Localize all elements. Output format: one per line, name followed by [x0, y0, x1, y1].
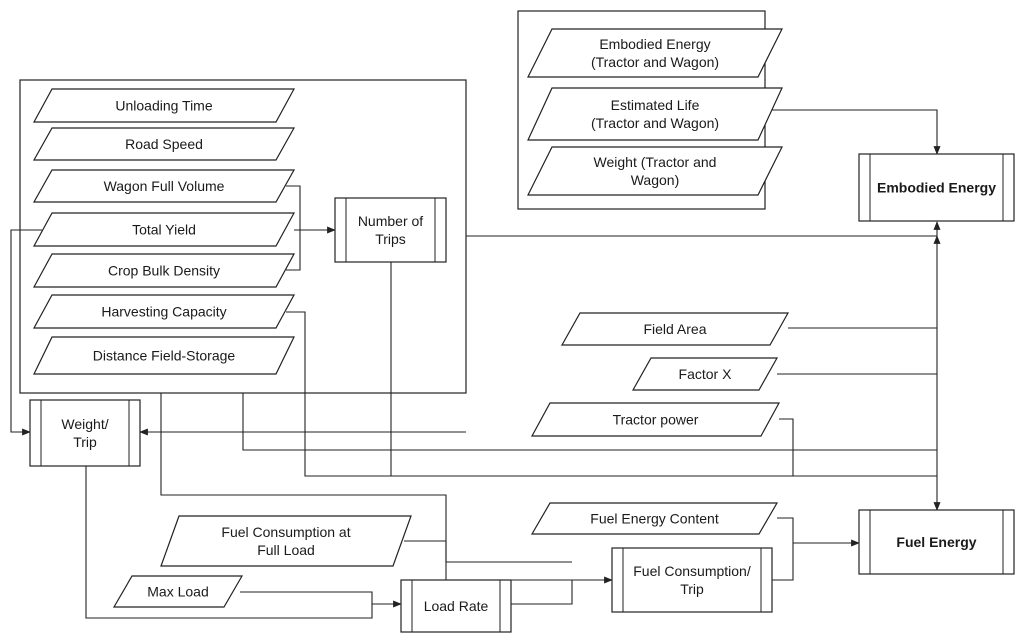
wagon-full-volume-label: Wagon Full Volume — [104, 178, 225, 194]
road-speed-input: Road Speed — [32, 127, 296, 161]
embodied-energy-tw-input: Embodied Energy (Tractor and Wagon) — [527, 28, 783, 78]
weight-trip-box: Weight/Trip — [29, 399, 141, 467]
field-area-label: Field Area — [643, 321, 706, 337]
wagon-full-volume-shape — [32, 169, 296, 203]
crop-bulk-density-shape — [32, 253, 296, 288]
tractor-power-shape — [530, 402, 781, 437]
distance-field-storage-shape — [33, 336, 295, 375]
connector-load-rate-to-fuel-trip — [511, 580, 573, 605]
road-speed-shape — [32, 127, 296, 161]
number-of-trips-label-line-2: Trips — [375, 231, 406, 247]
connector-distance-route — [242, 393, 937, 451]
unloading-time-label: Unloading Time — [115, 98, 212, 114]
estimated-life-shape — [527, 87, 783, 141]
crop-bulk-density-label: Crop Bulk Density — [108, 263, 220, 279]
connector-embodied-inputs-to-embodied-energy — [765, 109, 941, 155]
weight-tw-label-line-2: Wagon) — [631, 172, 680, 188]
factor-x-shape — [631, 357, 779, 391]
number-of-trips-label-line-1: Number of — [358, 213, 423, 229]
estimated-life-label-line-1: Estimated Life — [611, 97, 700, 113]
factor-x-input: Factor X — [631, 357, 779, 391]
fuel-consumption-trip-label-line-1: Fuel Consumption/ — [633, 563, 751, 579]
weight-trip-rect — [29, 399, 141, 467]
estimated-life-input: Estimated Life (Tractor and Wagon) — [527, 87, 783, 141]
tractor-power-input: Tractor power — [530, 402, 781, 437]
weight-tw-shape — [527, 146, 783, 196]
field-area-input: Field Area — [560, 312, 790, 346]
total-yield-label: Total Yield — [132, 222, 196, 238]
weight-tw-label-line-1: Weight (Tractor and — [594, 154, 717, 170]
weight-trip-label-line-1: Weight/ — [61, 416, 108, 432]
fuel-consumption-full-load-label-line-1: Fuel Consumption at — [221, 524, 350, 540]
fuel-consumption-trip-box: Fuel Consumption/Trip — [611, 547, 773, 613]
unloading-time-input: Unloading Time — [32, 88, 296, 123]
max-load-shape — [112, 575, 244, 608]
embodied-energy-output-label: Embodied Energy — [877, 180, 996, 196]
fuel-energy-output-box: Fuel Energy — [858, 509, 1015, 575]
factor-x-label: Factor X — [679, 366, 733, 382]
harvesting-capacity-label: Harvesting Capacity — [101, 304, 226, 320]
road-speed-label: Road Speed — [125, 136, 203, 152]
total-yield-shape — [32, 212, 296, 247]
unloading-time-shape — [32, 88, 296, 123]
fuel-consumption-full-load-input: Fuel Consumption at Full Load — [160, 515, 412, 567]
embodied-energy-tw-shape — [527, 28, 783, 78]
fuel-consumption-full-load-label-line-2: Full Load — [257, 542, 315, 558]
connector-distance-to-fuel — [160, 393, 572, 563]
embodied-energy-output-rect — [858, 153, 1015, 222]
crop-bulk-density-input: Crop Bulk Density — [32, 253, 296, 288]
fuel-energy-content-shape — [530, 502, 779, 535]
load-rate-rect — [400, 579, 512, 633]
connector-full-load-to-fuel-trip — [404, 540, 613, 584]
harvesting-capacity-input: Harvesting Capacity — [32, 294, 296, 329]
connector-harvesting-capacity — [286, 311, 937, 477]
connector-max-load-to-load-rate — [240, 591, 373, 604]
embodied-energy-tw-label-line-2: (Tractor and Wagon) — [591, 54, 719, 70]
connector-bulk-density-to-trips — [286, 230, 301, 271]
connector-total-yield-to-weight-trip — [10, 229, 42, 436]
fuel-consumption-trip-label-line-2: Trip — [680, 581, 704, 597]
field-area-shape — [560, 312, 790, 346]
max-load-label: Max Load — [147, 584, 208, 600]
load-rate-box: Load Rate — [400, 579, 512, 633]
connector-trips-to-embodied-energy — [466, 221, 941, 237]
embodied-energy-tw-label-line-1: Embodied Energy — [599, 36, 710, 52]
fuel-energy-output-rect — [858, 509, 1015, 575]
connector-tractor-power — [779, 418, 794, 476]
max-load-input: Max Load — [112, 575, 244, 608]
fuel-energy-output-label: Fuel Energy — [896, 534, 976, 550]
fuel-energy-content-input: Fuel Energy Content — [530, 502, 779, 535]
distance-field-storage-label: Distance Field-Storage — [93, 348, 236, 364]
weight-trip-label-line-2: Trip — [73, 434, 97, 450]
connector-weight-trip-to-load-rate — [85, 466, 402, 619]
connector-fuel-content — [772, 517, 794, 581]
wagon-full-volume-input: Wagon Full Volume — [32, 169, 296, 203]
distance-field-storage-input: Distance Field-Storage — [33, 336, 295, 375]
fuel-energy-content-label: Fuel Energy Content — [590, 511, 719, 527]
estimated-life-label-line-2: (Tractor and Wagon) — [591, 115, 719, 131]
embodied-energy-output-box: Embodied Energy — [858, 153, 1015, 222]
fuel-consumption-trip-rect — [611, 547, 773, 613]
fuel-consumption-full-load-shape — [160, 515, 412, 567]
harvesting-capacity-shape — [32, 294, 296, 329]
total-yield-input: Total Yield — [32, 212, 296, 247]
number-of-trips-rect — [334, 197, 447, 263]
embodied-inputs-group: Embodied Energy(Tractor and Wagon)Estima… — [527, 28, 783, 196]
connectors — [10, 109, 941, 619]
tractor-power-label: Tractor power — [613, 412, 699, 428]
connector-wagon-volume-to-trips — [286, 185, 301, 230]
load-rate-label: Load Rate — [424, 598, 489, 614]
number-of-trips-box: Number of Trips — [334, 197, 447, 263]
